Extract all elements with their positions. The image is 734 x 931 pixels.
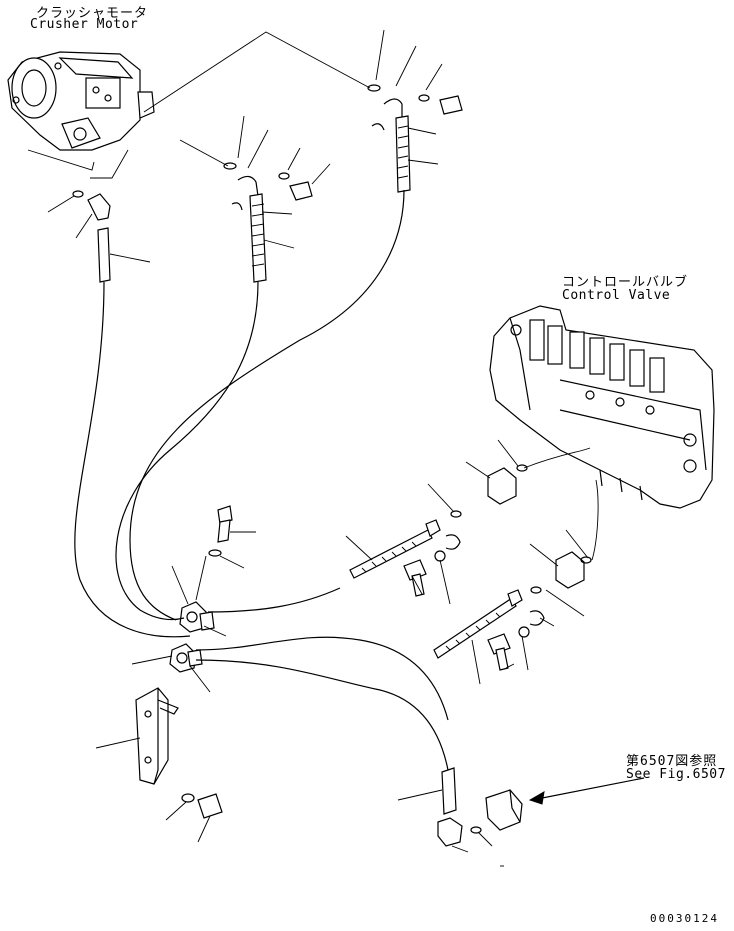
hose-clamps [169,601,215,673]
top-hose-assemblies [72,84,463,283]
crusher-motor-label-en: Crusher Motor [30,17,139,32]
leader-lines [47,29,589,867]
drawing-code: 00030124 [650,912,719,925]
see-fig-label-ja: 第6507図参照 [626,754,718,769]
crusher-motor-label-ja: クラッシャモータ [36,6,149,21]
bottom-block-and-elbow [437,767,523,847]
hose-lines [74,189,599,771]
see-fig-arrow [528,777,645,805]
crusher-motor [7,51,155,171]
clamp-bolt [208,505,233,557]
control-valve [489,305,715,509]
control-valve-label-en: Control Valve [562,288,671,303]
bracket [135,687,223,819]
control-valve-label-ja: コントロールバルブ [562,275,689,290]
valve-fittings [450,464,592,594]
see-fig-label-en: See Fig.6507 [626,767,726,782]
split-flange-parts [349,519,545,671]
